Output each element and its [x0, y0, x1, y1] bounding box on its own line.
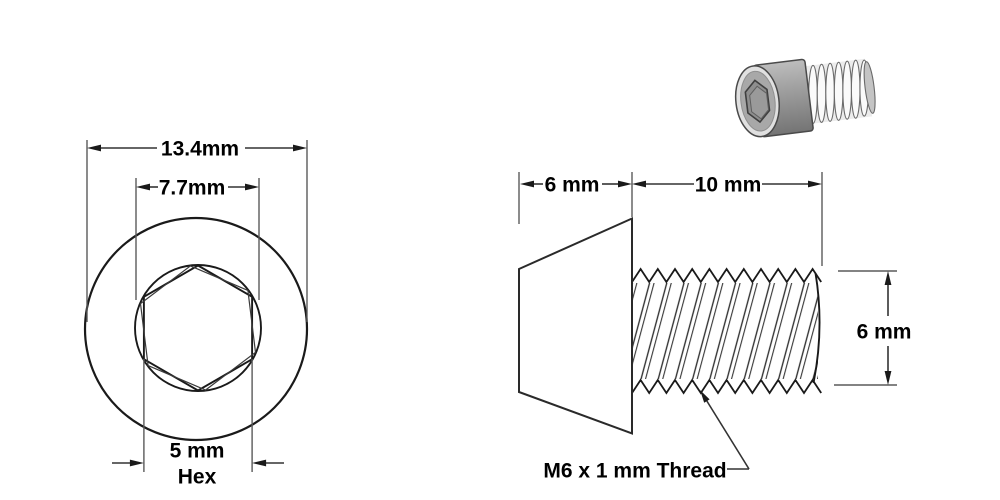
arrowhead-left-icon: [252, 459, 267, 467]
dim-head-diameter: 13.4mm: [86, 138, 308, 322]
head-outline-circle: [83, 216, 309, 442]
screw-3d-render: [734, 58, 876, 138]
dim-thread-length: 10 mm: [632, 172, 823, 266]
arrowhead-up-icon: [884, 271, 892, 285]
dim-head-length: 6 mm: [518, 172, 633, 224]
arrowhead-right-icon: [245, 183, 259, 191]
socket-counterbore-circle: [134, 264, 262, 392]
arrowhead-left-icon: [632, 180, 646, 188]
arrowhead-right-icon: [618, 180, 632, 188]
render-hex-socket-floor: [749, 85, 770, 120]
arrowhead-right-icon: [293, 144, 307, 152]
thread-profile: [631, 267, 822, 395]
dim-thread-diameter: 6 mm: [834, 270, 912, 386]
arrowhead-right-icon: [129, 459, 144, 467]
arrowhead-left-icon: [520, 180, 534, 188]
arrowhead-left-icon: [136, 183, 150, 191]
leader-arrowhead-icon: [700, 390, 710, 403]
hex-size-label: 5 mm: [170, 440, 225, 463]
hex-socket-chamfer-outline: [139, 265, 257, 391]
socket-circle-label: 7.7mm: [159, 177, 226, 200]
arrowhead-right-icon: [808, 180, 822, 188]
side-view: 6 mm 10 mm 6 mm M6 x 1 mm Thread: [518, 172, 912, 483]
head-length-label: 6 mm: [545, 174, 600, 197]
thread-callout-label: M6 x 1 mm Thread: [543, 460, 726, 483]
thread-end-chamfer: [812, 272, 821, 384]
head-side-profile: [518, 216, 633, 435]
arrowhead-left-icon: [87, 144, 101, 152]
thread-crests-bottom: [631, 378, 822, 395]
thread-length-label: 10 mm: [695, 174, 762, 197]
dim-hex-size: 5 mm Hex: [112, 359, 284, 489]
hex-socket-outline: [142, 264, 254, 392]
head-diameter-label: 13.4mm: [161, 138, 239, 161]
thread-diameter-label: 6 mm: [857, 321, 912, 344]
thread-callout: M6 x 1 mm Thread: [543, 390, 750, 483]
front-view: 13.4mm 7.7mm 5 mm Hex: [83, 138, 309, 489]
arrowhead-down-icon: [884, 371, 892, 385]
dim-socket-circle: 7.7mm: [135, 177, 260, 300]
render-thread-end-face: [863, 61, 876, 114]
thread-flank-lines: [632, 283, 818, 379]
thread-crests-top: [631, 267, 822, 284]
hex-word-label: Hex: [178, 466, 217, 489]
render-thread-ridges: [808, 59, 876, 124]
